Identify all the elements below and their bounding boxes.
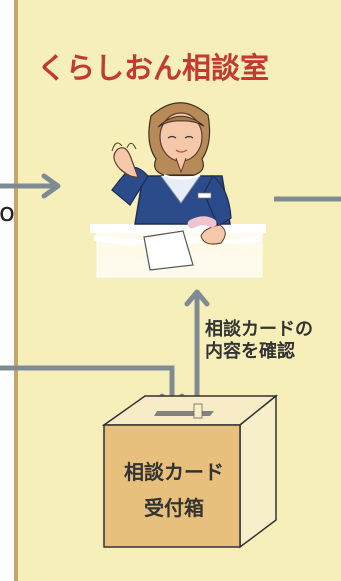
left-fragment-text: o	[0, 198, 15, 228]
card-content-caption: 相談カードの 内容を確認	[205, 319, 313, 363]
box-label-line-2: 受付箱	[144, 496, 204, 520]
caption-line-2: 内容を確認	[205, 341, 295, 362]
consultation-card-paper	[143, 230, 194, 271]
diagram-title: くらしおん相談室	[37, 51, 270, 85]
counselor-illustration	[111, 102, 232, 245]
caption-line-1: 相談カードの	[205, 319, 313, 340]
box-label-line-1: 相談カード	[124, 460, 224, 484]
consultation-card-box-icon	[101, 394, 279, 549]
box-label: 相談カード 受付箱	[109, 454, 239, 526]
arrow-icon	[0, 173, 61, 199]
confirmation-arrow-icon	[184, 289, 210, 412]
